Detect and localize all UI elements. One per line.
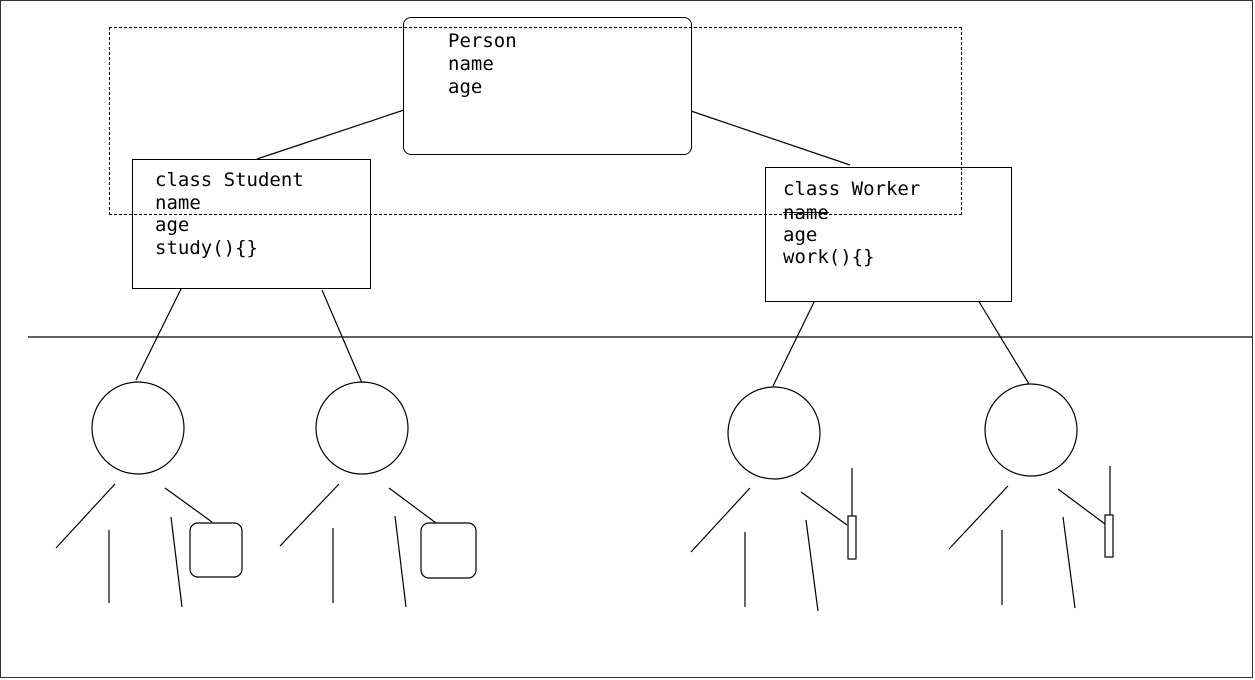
bag-icon bbox=[420, 522, 477, 579]
worker-class-box bbox=[765, 167, 1012, 302]
person-field-age: age bbox=[448, 76, 483, 98]
worker-figure-3 bbox=[690, 386, 857, 612]
connector-worker-figure-3 bbox=[772, 295, 818, 387]
worker-method: work(){} bbox=[783, 246, 875, 268]
head-icon bbox=[984, 383, 1078, 477]
person-field-name: name bbox=[448, 53, 494, 75]
connector-worker-figure-4 bbox=[977, 299, 1030, 385]
bag-icon bbox=[189, 522, 243, 578]
student-method: study(){} bbox=[155, 237, 258, 259]
head-icon bbox=[91, 381, 185, 475]
person-class-title: Person bbox=[448, 30, 517, 52]
tool-icon bbox=[1104, 514, 1114, 558]
student-class-box bbox=[132, 159, 371, 289]
worker-class-title: class Worker bbox=[783, 178, 921, 200]
connector-student-figure-1 bbox=[135, 286, 183, 381]
worker-field-name: name bbox=[783, 202, 829, 224]
head-icon bbox=[727, 386, 821, 480]
student-class-title: class Student bbox=[155, 169, 304, 191]
person-class-box bbox=[403, 17, 692, 155]
connector-student-figure-2 bbox=[321, 289, 363, 384]
student-field-age: age bbox=[155, 214, 190, 236]
selection-marquee[interactable] bbox=[109, 27, 962, 215]
connector-person-student bbox=[256, 107, 411, 160]
student-figure-2 bbox=[279, 381, 477, 608]
tool-icon bbox=[847, 515, 857, 560]
head-icon bbox=[315, 381, 409, 475]
worker-figure-4 bbox=[948, 383, 1114, 609]
student-figure-1 bbox=[55, 381, 243, 608]
worker-field-age: age bbox=[783, 224, 818, 246]
student-field-name: name bbox=[155, 192, 201, 214]
connector-person-worker bbox=[687, 109, 851, 166]
